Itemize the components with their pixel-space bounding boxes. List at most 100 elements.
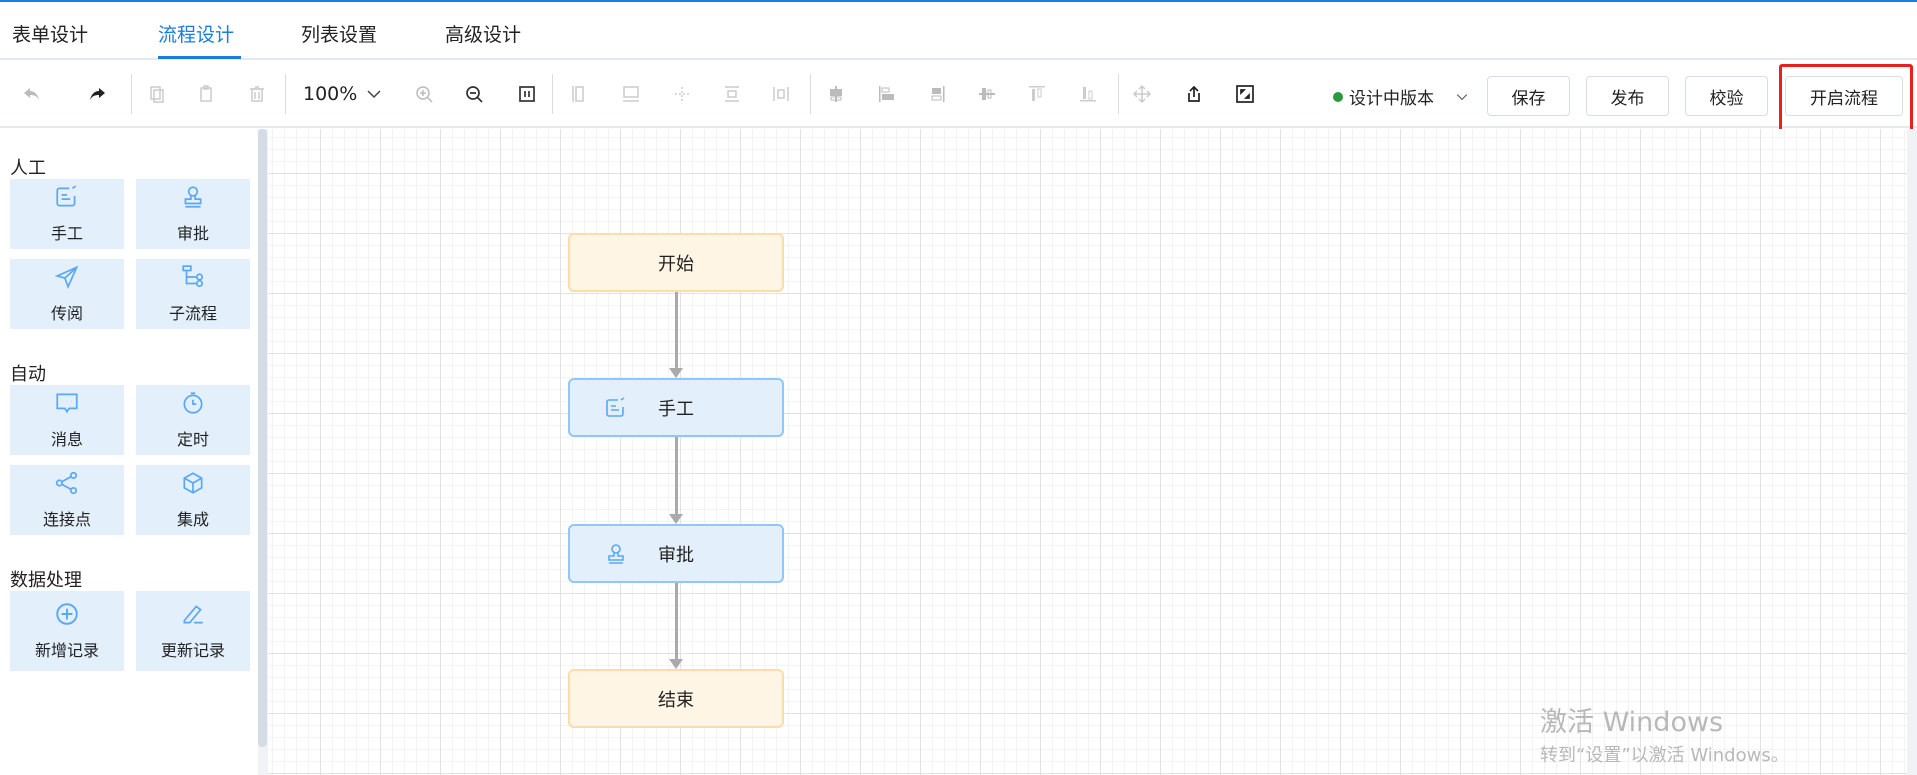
align-vertical-center-icon[interactable] bbox=[975, 82, 999, 106]
fullscreen-icon[interactable] bbox=[1233, 82, 1257, 106]
palette-item-label: 审批 bbox=[176, 224, 209, 243]
palette-item-label: 更新记录 bbox=[160, 641, 225, 660]
paste-icon[interactable] bbox=[195, 82, 219, 106]
timer-icon bbox=[183, 392, 203, 414]
flow-node-start[interactable]: 开始 bbox=[568, 233, 784, 292]
edit-form-icon bbox=[56, 185, 77, 207]
palette-item-label: 连接点 bbox=[42, 510, 91, 529]
plus-circle-icon bbox=[56, 603, 78, 625]
flow-node-end[interactable]: 结束 bbox=[568, 669, 784, 728]
palette-item-add-record[interactable]: 新增记录 bbox=[10, 591, 124, 671]
flow-canvas[interactable] bbox=[268, 129, 1907, 775]
delete-icon[interactable] bbox=[245, 82, 269, 106]
align-bottom-icon[interactable] bbox=[619, 82, 643, 106]
divider bbox=[285, 74, 286, 114]
section-title: 人工 bbox=[10, 158, 46, 179]
palette-item-update-record[interactable]: 更新记录 bbox=[136, 591, 250, 671]
palette-item-approval[interactable]: 审批 bbox=[136, 179, 250, 249]
node-label: 结束 bbox=[658, 689, 694, 711]
align-left-edge-icon[interactable] bbox=[875, 82, 899, 106]
arrow-head bbox=[669, 514, 683, 524]
chevron-down-icon bbox=[1456, 93, 1468, 100]
windows-activation-watermark: 激活 Windows bbox=[1540, 707, 1724, 738]
save-button[interactable]: 保存 bbox=[1487, 76, 1570, 116]
top-accent-line bbox=[0, 0, 1917, 2]
edit-form-icon bbox=[606, 396, 625, 417]
node-label: 开始 bbox=[658, 253, 694, 275]
stamp-icon bbox=[608, 543, 624, 564]
zoom-dropdown-chevron-icon[interactable] bbox=[362, 82, 386, 106]
arrow-head bbox=[669, 368, 683, 378]
palette-item-label: 传阅 bbox=[50, 304, 83, 323]
enable-flow-button[interactable]: 开启流程 bbox=[1785, 76, 1903, 116]
active-tab-indicator bbox=[158, 56, 241, 59]
zoom-out-icon[interactable] bbox=[462, 82, 486, 106]
share-icon bbox=[55, 471, 78, 495]
node-label: 审批 bbox=[658, 544, 694, 566]
arrow-head bbox=[669, 659, 683, 669]
windows-activation-hint: 转到“设置”以激活 Windows。 bbox=[1540, 745, 1789, 766]
flow-edge bbox=[675, 437, 678, 516]
redo-icon[interactable] bbox=[85, 82, 109, 106]
palette-item-label: 集成 bbox=[176, 510, 209, 529]
toolbar: 100% 设计中版本 保存 发布 校验 开启流程 bbox=[0, 62, 1917, 128]
palette-item-connector[interactable]: 连接点 bbox=[10, 465, 124, 535]
palette-item-subprocess[interactable]: 子流程 bbox=[136, 259, 250, 329]
palette-item-label: 手工 bbox=[50, 224, 83, 243]
zoom-in-icon[interactable] bbox=[412, 82, 436, 106]
palette-item-label: 定时 bbox=[176, 430, 209, 449]
align-right-icon[interactable] bbox=[769, 82, 793, 106]
palette-item-label: 子流程 bbox=[168, 304, 217, 323]
align-bottom-edge-icon[interactable] bbox=[1076, 82, 1100, 106]
distribute-icon[interactable] bbox=[670, 82, 694, 106]
section-title: 数据处理 bbox=[10, 570, 82, 591]
canvas-scrollbar[interactable] bbox=[1907, 129, 1917, 775]
divider bbox=[552, 74, 553, 114]
zoom-level[interactable]: 100% bbox=[303, 83, 358, 105]
message-icon bbox=[56, 393, 78, 414]
copy-icon[interactable] bbox=[145, 82, 169, 106]
palette-item-label: 新增记录 bbox=[34, 641, 99, 660]
section-title: 自动 bbox=[10, 364, 46, 385]
palette-item-circulate[interactable]: 传阅 bbox=[10, 259, 124, 329]
flow-node-approval[interactable]: 审批 bbox=[568, 524, 784, 583]
highlight-box bbox=[1779, 64, 1913, 134]
align-left-icon[interactable] bbox=[567, 82, 591, 106]
palette-item-manual[interactable]: 手工 bbox=[10, 179, 124, 249]
paper-plane-icon bbox=[54, 265, 79, 290]
node-palette: 人工 手工 审批 传阅 子流程 自动 消息 定时 连接点 集成 数据处理 新增记… bbox=[0, 129, 258, 775]
palette-item-label: 消息 bbox=[50, 430, 83, 449]
sidebar-scrollbar-thumb[interactable] bbox=[258, 129, 267, 747]
palette-item-timer[interactable]: 定时 bbox=[136, 385, 250, 455]
undo-icon[interactable] bbox=[20, 82, 44, 106]
align-right-edge-icon[interactable] bbox=[925, 82, 949, 106]
align-top-edge-icon[interactable] bbox=[1025, 82, 1049, 106]
divider bbox=[1118, 74, 1119, 114]
version-selector[interactable]: 设计中版本 bbox=[1333, 84, 1470, 109]
stamp-icon bbox=[184, 186, 202, 208]
palette-item-integration[interactable]: 集成 bbox=[136, 465, 250, 535]
publish-button[interactable]: 发布 bbox=[1586, 76, 1669, 116]
status-dot bbox=[1333, 91, 1343, 102]
tab-advanced-design[interactable]: 高级设计 bbox=[445, 24, 522, 46]
flow-node-manual[interactable]: 手工 bbox=[568, 378, 784, 437]
cube-icon bbox=[183, 472, 203, 494]
move-icon[interactable] bbox=[1130, 82, 1154, 106]
export-icon[interactable] bbox=[1182, 82, 1206, 106]
align-middle-icon[interactable] bbox=[720, 82, 744, 106]
flow-edge bbox=[675, 582, 678, 661]
tab-flow-design[interactable]: 流程设计 bbox=[158, 24, 235, 46]
align-top-center-icon[interactable] bbox=[824, 82, 848, 106]
tab-form-design[interactable]: 表单设计 bbox=[12, 24, 89, 46]
subprocess-icon bbox=[182, 265, 204, 288]
version-status: 设计中版本 bbox=[1349, 89, 1434, 109]
fit-icon[interactable] bbox=[515, 82, 539, 106]
pen-icon bbox=[183, 605, 203, 624]
flow-edge bbox=[675, 292, 678, 370]
divider bbox=[810, 74, 811, 114]
tab-list-settings[interactable]: 列表设置 bbox=[301, 24, 378, 46]
divider bbox=[131, 74, 132, 114]
validate-button[interactable]: 校验 bbox=[1685, 76, 1768, 116]
palette-item-message[interactable]: 消息 bbox=[10, 385, 124, 455]
node-label: 手工 bbox=[658, 398, 694, 420]
